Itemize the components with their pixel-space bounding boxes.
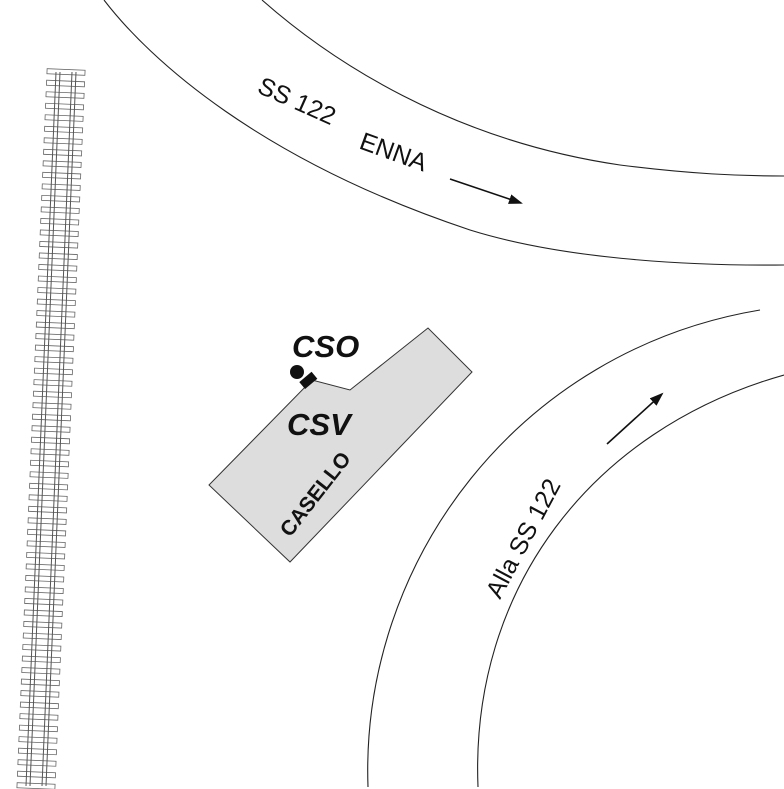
railway-tie xyxy=(16,782,56,789)
rail-line-1 xyxy=(25,71,57,787)
railway-tie xyxy=(23,609,63,617)
railway-tie xyxy=(17,747,57,756)
railway-tie xyxy=(40,206,80,214)
railway-track xyxy=(16,68,86,789)
railway-tie xyxy=(29,471,69,479)
railway-tie xyxy=(34,356,74,364)
railway-tie xyxy=(35,333,75,341)
railway-tie xyxy=(20,690,60,698)
railway-ties xyxy=(16,68,86,789)
railway-tie xyxy=(42,171,82,180)
label-cso: CSO xyxy=(292,329,359,364)
railway-tie xyxy=(45,102,85,111)
railway-tie xyxy=(24,586,64,594)
railway-tie xyxy=(36,310,76,318)
railway-tie xyxy=(21,655,61,664)
railway-tie xyxy=(41,194,81,203)
rail-line-2 xyxy=(29,71,61,787)
railway-tie xyxy=(31,413,71,422)
road-alla-ss122 xyxy=(367,309,784,788)
railway-tie xyxy=(24,598,64,606)
railway-tie xyxy=(32,402,72,410)
railway-tie xyxy=(41,183,81,191)
railway-tie xyxy=(25,574,65,583)
railway-tie xyxy=(21,667,61,675)
road-label-alla-ss122: Alla SS 122 xyxy=(481,474,567,602)
road-lower-inner-edge xyxy=(477,374,784,788)
railway-tie xyxy=(19,713,59,721)
railway-tie xyxy=(31,436,71,445)
railway-tie xyxy=(26,540,66,548)
railway-tie xyxy=(28,494,68,502)
road-top-edge-b xyxy=(261,0,784,177)
railway-tie xyxy=(25,563,65,571)
road-top-edges xyxy=(103,0,784,266)
railway-tie xyxy=(30,459,70,468)
arrow-up-right-icon xyxy=(606,392,664,445)
road-label-ss122: SS 122 xyxy=(254,72,340,131)
railway-tie xyxy=(42,160,82,168)
road-top-edge-a xyxy=(103,0,784,266)
railway-tie xyxy=(44,125,84,134)
railway-tie xyxy=(46,79,86,88)
railway-tie xyxy=(26,551,66,560)
railway-tie xyxy=(35,321,75,330)
rail-line-3 xyxy=(41,71,73,787)
railway-tie xyxy=(29,482,69,491)
railway-tie xyxy=(37,275,77,284)
railway-tie xyxy=(45,91,85,99)
railway-tie xyxy=(39,229,79,237)
railway-tie xyxy=(28,505,68,514)
railway-tie xyxy=(23,621,63,629)
railway-tie xyxy=(20,678,60,687)
railway-tie xyxy=(43,148,83,157)
railway-tie xyxy=(44,114,84,122)
railway-tie xyxy=(43,137,83,145)
railway-tie xyxy=(38,252,78,260)
railway-tie xyxy=(34,344,74,353)
railway-tie xyxy=(38,264,78,272)
rail-line-4 xyxy=(45,71,77,787)
railway-tie xyxy=(36,298,76,307)
railway-tie xyxy=(22,632,62,641)
railway-tie xyxy=(22,644,62,652)
railway-tie xyxy=(32,390,72,399)
railway-tie xyxy=(27,517,67,525)
railway-tie xyxy=(31,425,71,433)
railway-tie xyxy=(16,770,56,779)
railway-tie xyxy=(18,724,58,733)
railway-tie xyxy=(17,759,57,767)
label-csv: CSV xyxy=(287,407,353,442)
railway-tie xyxy=(40,217,80,226)
filled-circle-icon xyxy=(290,365,304,379)
road-label-enna: ENNA xyxy=(356,127,431,177)
railway-tie xyxy=(18,736,58,744)
railway-tie xyxy=(46,68,86,76)
railway-tie xyxy=(33,367,73,376)
road-lower-outer-edge xyxy=(367,309,761,788)
railway-tie xyxy=(30,448,70,456)
railway-tie xyxy=(37,287,77,295)
railway-tie xyxy=(39,241,79,249)
rectangle-device-icon xyxy=(299,371,318,389)
railway-tie xyxy=(19,701,59,710)
railway-tie xyxy=(33,379,73,387)
railway-tie xyxy=(27,528,67,537)
arrow-right-icon xyxy=(449,178,523,204)
